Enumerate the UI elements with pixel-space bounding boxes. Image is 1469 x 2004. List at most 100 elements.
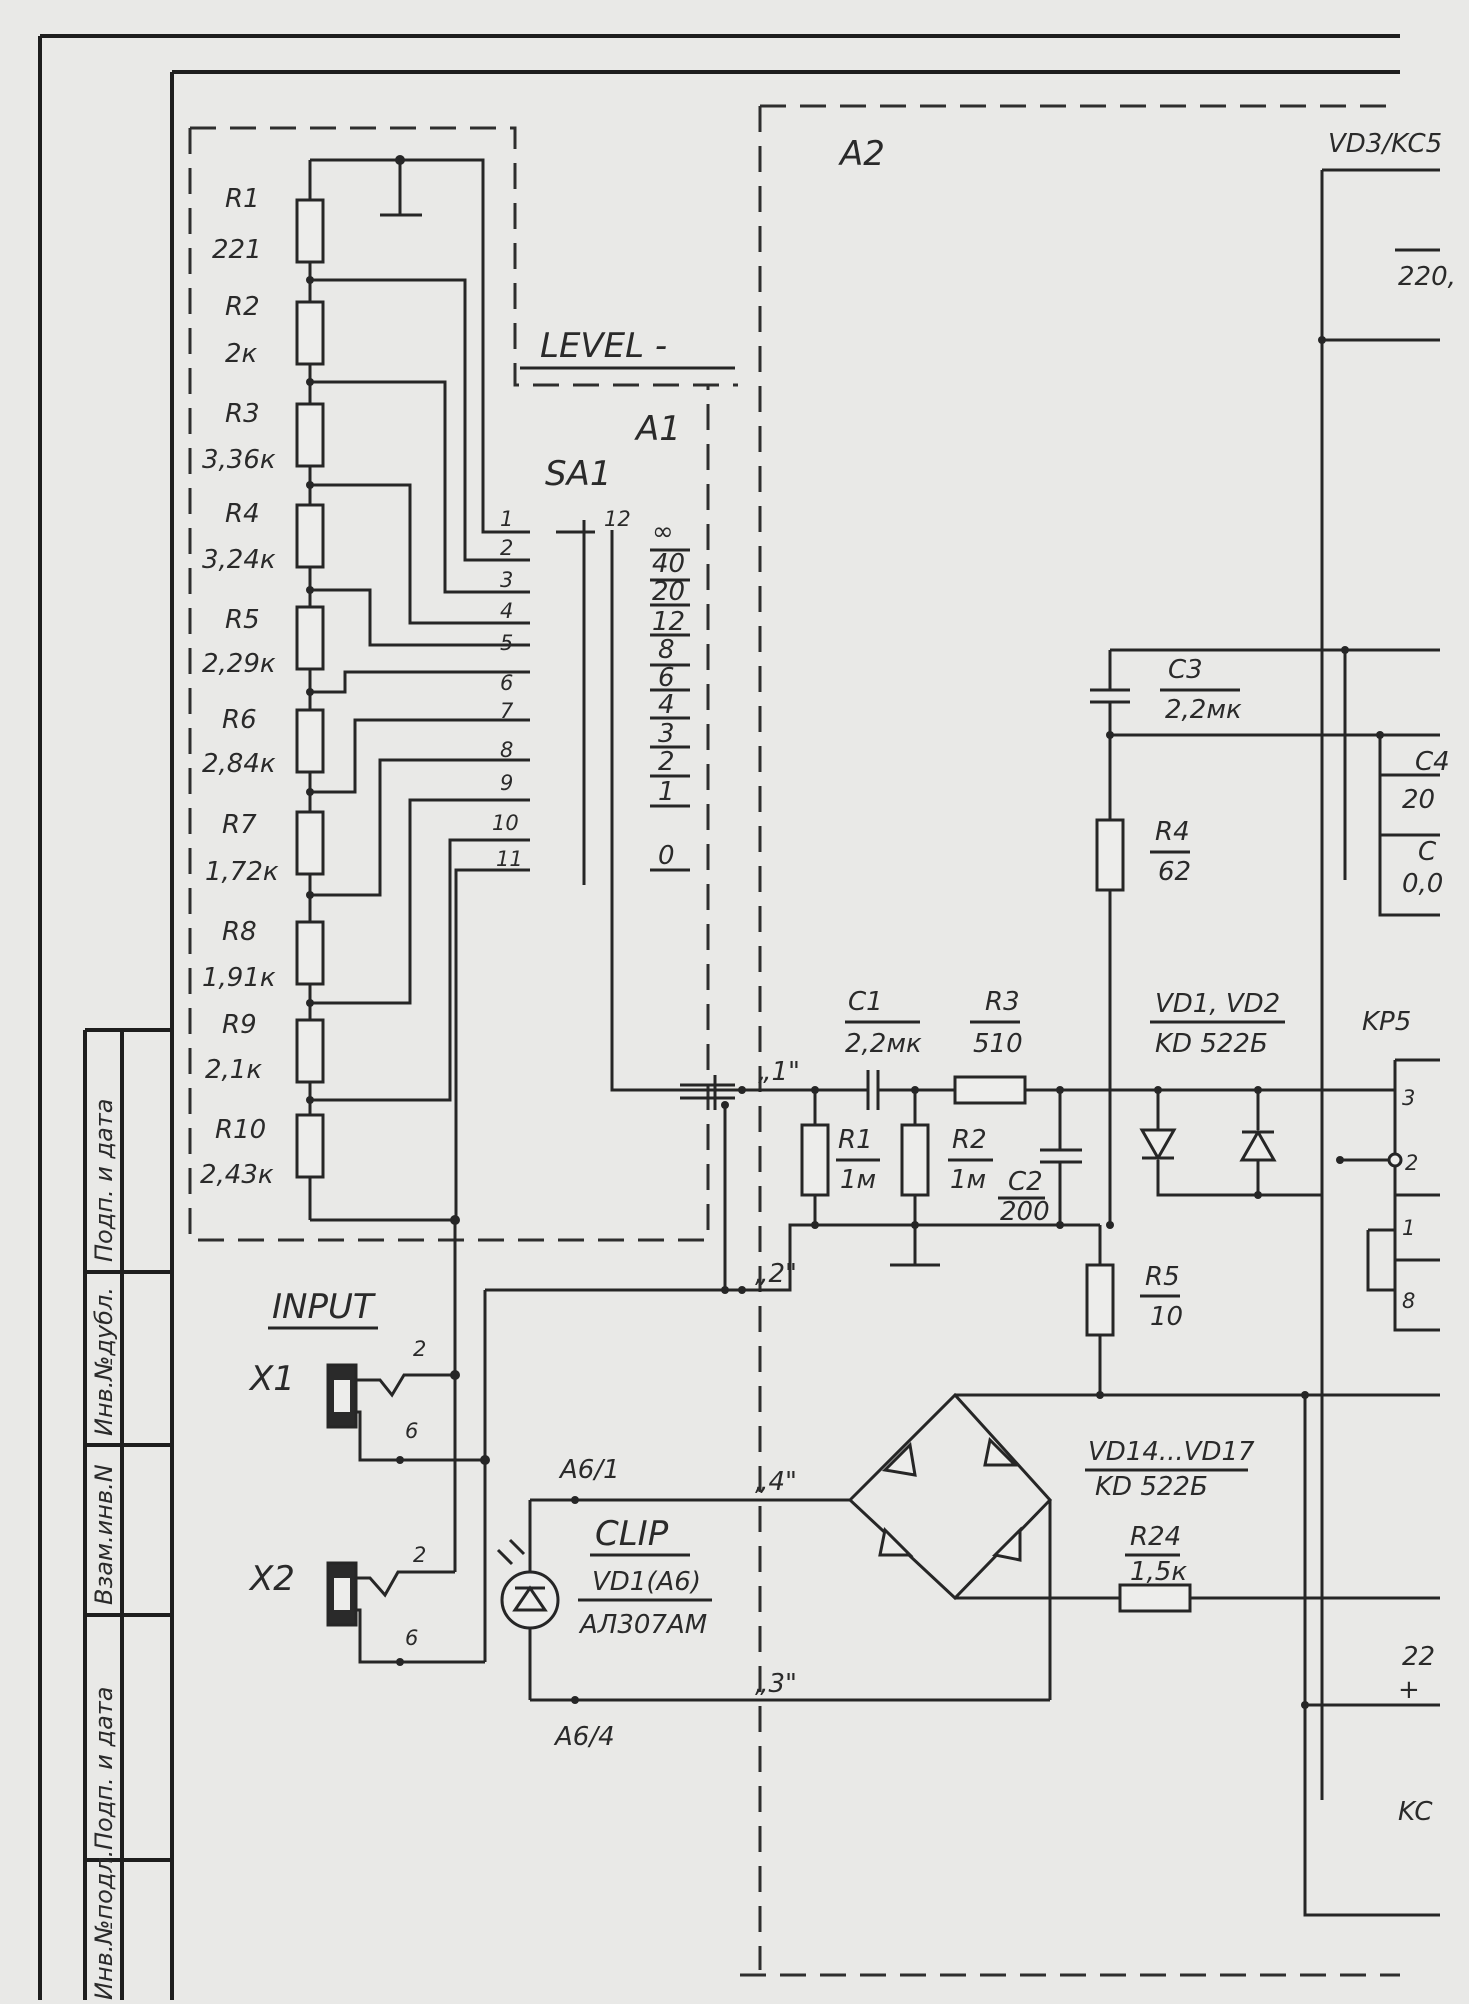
resistor-r5-main [1085,1263,1115,1337]
r5-main-ref: R5 [1145,1262,1180,1292]
r24-ref: R24 [1130,1522,1181,1552]
ladder-resistor-r10 [295,1113,325,1179]
ladder-resistor-r5 [295,605,325,671]
resistor-ref: R5 [225,605,260,635]
db-value: 0 [658,841,675,871]
resistor-ref: R6 [222,705,257,735]
db-value: 20 [652,577,685,607]
top-right-value: 220, [1398,262,1456,292]
clip-title: CLIP [595,1514,669,1554]
c3-ref: C3 [1168,655,1203,685]
led-vd1-a6 [500,1570,560,1630]
resistor-ref: R10 [215,1115,266,1145]
chip-pin: 8 [1402,1289,1415,1313]
main-block-a2: A2 VD3/KC5 220, „1" „2" [612,129,1456,1917]
clip-indicator: A6/1 A6/4 CLIP VD1(A6) АЛ307АМ [496,1455,1050,1752]
db-value: 1 [658,777,675,807]
switch-position: 6 [500,671,513,695]
connector-x1-label: X1 [248,1359,295,1399]
cut-label: KC [1398,1797,1433,1827]
node-1: „1" [758,1057,800,1087]
c1-ref: C1 [848,987,883,1017]
c2-ref: C2 [1008,1167,1043,1197]
resistor-r2-main [900,1123,930,1197]
block-boundaries [188,104,1400,1977]
switch-position: 11 [496,847,523,871]
cut-label: + [1398,1675,1420,1705]
db-value: 4 [658,690,675,720]
chip-pin: 3 [1402,1086,1415,1110]
resistor-ref: R7 [222,810,257,840]
bridge-diode [881,1441,917,1477]
resistor-ref: R9 [222,1010,257,1040]
node-3: „3" [755,1669,797,1699]
stamp-field: Подп. и дата [90,1099,118,1263]
r4-main-ref: R4 [1155,817,1190,847]
resistor-r1-main [800,1123,830,1197]
switch-position: 5 [500,631,513,655]
level-title: LEVEL - [540,326,667,366]
db-scale: ∞ 40 20 12 8 6 4 3 2 1 0 [652,517,685,871]
r2-main-ref: R2 [952,1125,987,1155]
resistor-ref: R2 [225,292,260,322]
ladder-resistor-r2 [295,300,325,366]
c2-value: 200 [1000,1197,1050,1227]
stamp-field: Инв.№дубл. [90,1287,118,1436]
connector-x1-pin: 2 [413,1337,426,1361]
connector-x2-pin: 2 [413,1543,426,1567]
cut-label: C4 [1415,747,1450,777]
diodes-ref: VD1, VD2 [1155,989,1280,1019]
bridge-value: KD 522Б [1095,1472,1208,1502]
resistor-value: 3,36к [202,445,276,475]
r4-main-value: 62 [1158,857,1191,887]
switch-position: 2 [500,536,513,560]
connector-x2-label: X2 [248,1559,295,1599]
r3-ref: R3 [985,987,1020,1017]
bridge-ref: VD14...VD17 [1088,1437,1255,1467]
r24-value: 1,5к [1130,1557,1187,1587]
r1-main-ref: R1 [838,1125,873,1155]
bridge-diode [991,1526,1022,1562]
resistor-value: 2,84к [202,749,276,779]
ladder-resistor-r8 [295,920,325,986]
resistor-value: 2к [225,339,258,369]
switch-sa1-label: SA1 [545,454,611,494]
node-2: „2" [755,1259,797,1289]
resistor-ref: R8 [222,917,257,947]
ladder-resistor-r7 [295,810,325,876]
resistor-r3-main [953,1075,1027,1105]
clip-pin-bottom: A6/4 [553,1722,615,1752]
resistor-value: 1,91к [202,963,276,993]
bridge-diode [878,1526,914,1557]
resistor-value: 3,24к [202,545,276,575]
resistor-ref: R3 [225,399,260,429]
r3-value: 510 [973,1029,1023,1059]
clip-led-part: АЛ307АМ [578,1610,707,1640]
r1-main-value: 1м [840,1165,876,1195]
cut-label: KP5 [1362,1007,1411,1037]
c3-value: 2,2мк [1165,695,1242,725]
diodes-value: KD 522Б [1155,1029,1268,1059]
db-value: 2 [658,747,675,777]
cut-label: 22 [1402,1642,1435,1672]
ladder-resistor-r3 [295,402,325,468]
resistor-value: 2,29к [202,649,276,679]
block-a1-label: A1 [634,409,681,449]
cut-label: 0,0 [1402,869,1443,899]
connector-x1-pin: 6 [405,1419,418,1443]
switch-position: 8 [500,738,513,762]
db-value: ∞ [652,517,674,547]
chip-pin: 1 [1402,1216,1415,1240]
ladder-resistor-r1 [295,198,325,264]
ladder-resistor-r4 [295,503,325,569]
resistor-r4-main [1095,818,1125,892]
resistor-value: 2,43к [200,1160,274,1190]
chip-pin: 2 [1405,1151,1418,1175]
switch-position: 4 [500,599,513,623]
c1-value: 2,2мк [845,1029,922,1059]
db-value: 12 [652,607,685,637]
db-value: 6 [658,663,675,693]
block-a2-label: A2 [838,134,885,174]
